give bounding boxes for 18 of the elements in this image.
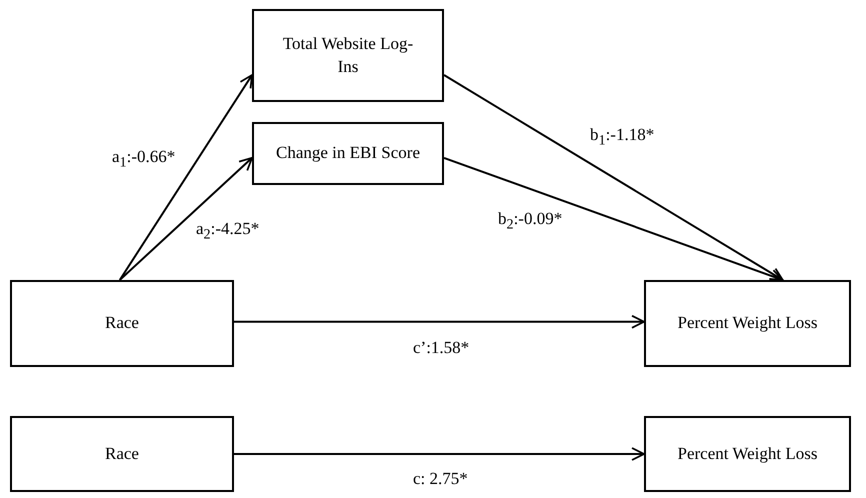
node-label: Change in EBI Score — [276, 142, 420, 164]
node-label: Percent Weight Loss — [678, 442, 818, 465]
process-box — [644, 280, 851, 367]
arrow — [234, 447, 645, 461]
arrow — [444, 156, 784, 282]
node-label: Total Website Log-Ins — [282, 32, 414, 78]
node-label: Race — [105, 312, 139, 334]
process-box — [10, 416, 234, 492]
process-box — [252, 122, 444, 185]
arrow — [118, 74, 253, 281]
arrow — [119, 157, 253, 281]
node-label: Percent Weight Loss — [678, 312, 818, 334]
arrow — [234, 314, 645, 329]
arrow — [443, 74, 784, 281]
process-box — [252, 9, 444, 102]
process-box — [10, 280, 234, 367]
node-label: Race — [105, 442, 139, 465]
process-box — [644, 416, 851, 492]
